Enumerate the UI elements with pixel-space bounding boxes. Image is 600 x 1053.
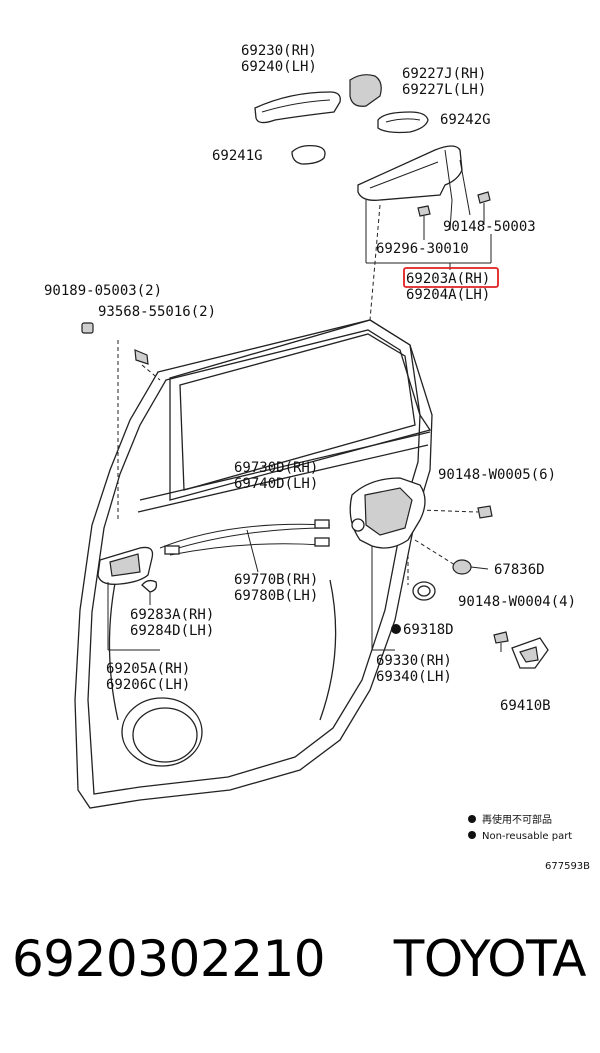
brand-title: TOYOTA <box>393 930 587 988</box>
handle-bezel-small <box>141 579 158 605</box>
handle-frame <box>357 145 471 231</box>
grommet-67836d <box>452 559 489 575</box>
door-striker <box>511 637 549 669</box>
figure-id: 677593B <box>545 861 590 872</box>
inside-handle <box>97 546 160 651</box>
screw-93568 <box>134 349 149 365</box>
highlight-box <box>403 267 499 288</box>
label-69242g: 69242G <box>440 112 491 128</box>
legend-dot-jp <box>468 815 476 823</box>
label-69296-30010: 69296-30010 <box>376 241 469 257</box>
label-69770b: 69770B(RH) <box>234 572 318 588</box>
label-69340: 69340(LH) <box>376 669 452 685</box>
label-67836d: 67836D <box>494 562 545 578</box>
label-90148-50003: 90148-50003 <box>443 219 536 235</box>
lock-cables <box>159 519 331 573</box>
label-69410b: 69410B <box>500 698 551 714</box>
leader-handle <box>369 204 381 321</box>
label-90148-w0004: 90148-W0004(4) <box>458 594 576 610</box>
label-69318d: 69318D <box>403 622 454 638</box>
label-93568: 93568-55016(2) <box>98 304 216 320</box>
legend-text-jp: 再使用不可部品 <box>482 813 552 826</box>
legend-text-en: Non-reusable part <box>482 831 572 842</box>
outside-handle <box>254 91 341 124</box>
label-69283a: 69283A(RH) <box>130 607 214 623</box>
label-69730d: 69730D(RH) <box>234 460 318 476</box>
screw-69296-30010 <box>417 205 431 228</box>
group-bracket-69203a <box>365 200 492 270</box>
label-69241g: 69241G <box>212 148 263 164</box>
label-69227l: 69227L(LH) <box>402 82 486 98</box>
handle-pad-rear <box>377 111 429 134</box>
label-69205a: 69205A(RH) <box>106 661 190 677</box>
label-69284d: 69284D(LH) <box>130 623 214 639</box>
legend-dot-en <box>468 831 476 839</box>
cover-69318d <box>412 581 436 601</box>
striker-screw <box>493 631 509 652</box>
label-69206c: 69206C(LH) <box>106 677 190 693</box>
non-reusable-dot <box>391 624 401 634</box>
label-90189: 90189-05003(2) <box>44 283 162 299</box>
leader-lock-bolt <box>419 509 479 513</box>
label-69330: 69330(RH) <box>376 653 452 669</box>
handle-cap <box>349 74 382 107</box>
screw-90148-50003 <box>477 191 491 215</box>
lock-screw <box>477 505 493 519</box>
part-number-title: 6920302210 <box>12 930 326 988</box>
leader-grommet <box>414 539 456 566</box>
exploded-parts-diagram: 69230(RH) 69240(LH) 69227J(RH) 69227L(LH… <box>44 43 590 872</box>
label-69227j: 69227J(RH) <box>402 66 486 82</box>
clip-90189 <box>81 322 94 334</box>
door-lock-assembly <box>349 477 426 651</box>
leader-screw <box>141 364 161 381</box>
label-69204a: 69204A(LH) <box>406 287 490 303</box>
label-90148-w0005: 90148-W0005(6) <box>438 467 556 483</box>
label-69740d: 69740D(LH) <box>234 476 318 492</box>
rear-door-shell <box>74 319 433 809</box>
label-69240: 69240(LH) <box>241 59 317 75</box>
label-69203a: 69203A(RH) <box>406 271 490 287</box>
label-69780b: 69780B(LH) <box>234 588 318 604</box>
label-69230: 69230(RH) <box>241 43 317 59</box>
handle-pad-front <box>291 144 326 165</box>
